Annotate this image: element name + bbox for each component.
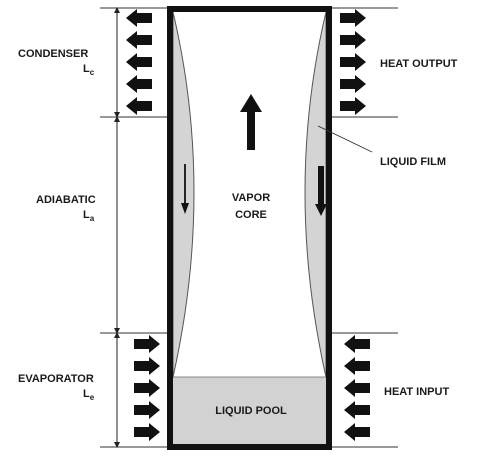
- pipe-wall: [167, 6, 332, 450]
- evaporator-label: EVAPORATOR: [18, 373, 94, 385]
- heat-output-label: HEAT OUTPUT: [380, 58, 458, 70]
- evaporator-length-symbol: Le: [83, 388, 95, 402]
- heat-input-arrow-right-2: [344, 357, 370, 375]
- liquid-film-left: [172, 11, 195, 378]
- heat-input-arrow-left-1: [134, 335, 160, 353]
- adiabatic-label: ADIABATIC: [36, 194, 96, 206]
- heat-input-arrow-right-1: [344, 335, 370, 353]
- liquid-film-label: LIQUID FILM: [380, 156, 446, 168]
- heat-output-arrow-left-2: [126, 31, 152, 49]
- heat-input-label: HEAT INPUT: [384, 386, 449, 398]
- heat-input-arrow-right-5: [344, 423, 370, 441]
- heat-flow-arrows: [126, 9, 370, 441]
- condenser-label: CONDENSER: [18, 48, 88, 60]
- heat-output-arrow-left-5: [126, 97, 152, 115]
- liquid-return-arrow-left: [181, 164, 189, 214]
- heat-input-arrow-left-3: [134, 379, 160, 397]
- heat-output-arrow-left-3: [126, 53, 152, 71]
- condenser-length-symbol: Lc: [83, 63, 95, 77]
- liquid-film-leader-line: [317, 125, 373, 153]
- heat-input-arrow-right-3: [344, 379, 370, 397]
- vapor-flow-up-arrow: [240, 94, 262, 150]
- vapor-core-label-line2: CORE: [235, 209, 267, 221]
- heat-output-arrow-right-4: [340, 75, 366, 93]
- heat-input-arrow-left-5: [134, 423, 160, 441]
- heat-input-arrow-right-4: [344, 401, 370, 419]
- adiabatic-length-symbol: La: [83, 209, 95, 223]
- liquid-return-arrow-right: [315, 166, 327, 216]
- heat-output-arrow-left-4: [126, 75, 152, 93]
- pipe-interior: [173, 12, 326, 444]
- heat-input-arrow-left-4: [134, 401, 160, 419]
- heat-input-arrow-left-2: [134, 357, 160, 375]
- heat-output-arrow-right-3: [340, 53, 366, 71]
- heat-output-arrow-left-1: [126, 9, 152, 27]
- heat-output-arrow-right-1: [340, 9, 366, 27]
- heat-output-arrow-right-5: [340, 97, 366, 115]
- liquid-pool: [173, 377, 326, 444]
- heat-output-arrow-right-2: [340, 31, 366, 49]
- vapor-core-label-line1: VAPOR: [232, 192, 270, 204]
- liquid-film-right: [304, 11, 327, 378]
- liquid-pool-label: LIQUID POOL: [215, 405, 287, 417]
